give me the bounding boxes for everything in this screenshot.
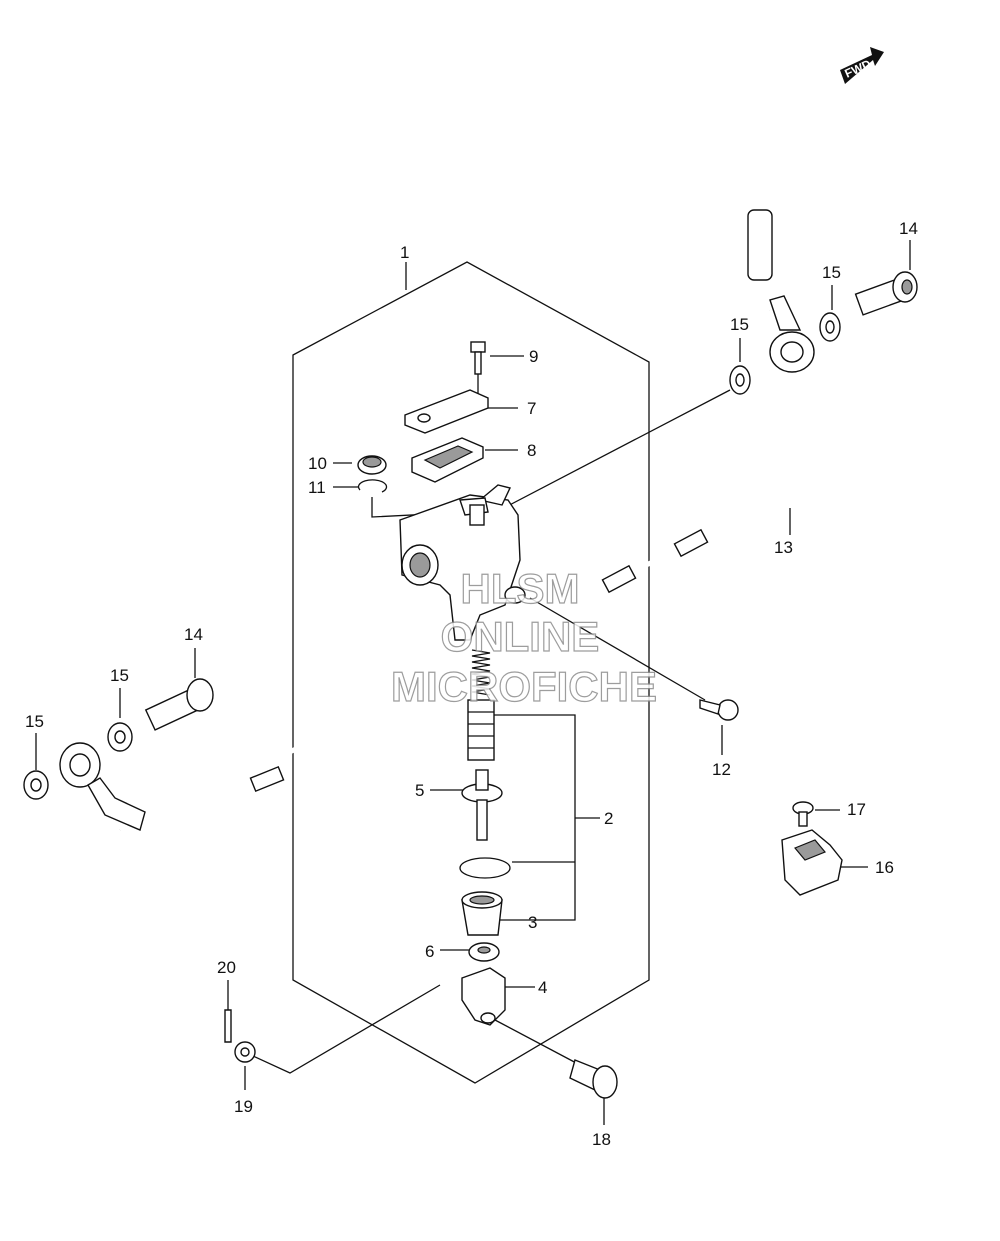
watermark-line-1: HLSM	[461, 565, 580, 612]
circlip-11	[357, 479, 388, 493]
part-label-15-b: 15	[822, 263, 841, 282]
screw-17	[792, 801, 814, 827]
part-label-13: 13	[774, 538, 793, 557]
part-label-1: 1	[400, 243, 409, 262]
washer-15-a	[729, 365, 751, 395]
piston-spring	[467, 649, 495, 761]
bolt-9	[470, 341, 486, 375]
washer-15-b	[819, 312, 841, 342]
part-label-17: 17	[847, 800, 866, 819]
assembly-outline	[292, 261, 650, 1084]
pin-18	[569, 1059, 618, 1099]
part-label-7: 7	[527, 399, 536, 418]
part-label-9: 9	[529, 347, 538, 366]
screw-12	[699, 699, 739, 721]
part-label-14-right: 14	[899, 219, 918, 238]
washer-15-d	[23, 770, 49, 800]
clamp-slot	[794, 839, 826, 861]
part-label-2: 2	[604, 809, 613, 828]
part-label-12: 12	[712, 760, 731, 779]
clamp-16	[781, 829, 843, 896]
washer-19	[234, 1041, 256, 1063]
reservoir-cap-7	[404, 389, 489, 434]
watermark: HLSM ONLINE MICROFICHE	[390, 564, 657, 710]
washer-15-c	[107, 722, 133, 752]
part-label-15-a: 15	[730, 315, 749, 334]
part-label-20: 20	[217, 958, 236, 977]
union-bolt-14-right	[854, 271, 918, 316]
part-label-6: 6	[425, 942, 434, 961]
part-label-15-c: 15	[110, 666, 129, 685]
diaphragm-inner	[423, 445, 474, 469]
part-label-3: 3	[528, 913, 537, 932]
part-label-10: 10	[308, 454, 327, 473]
cap-hole	[417, 413, 431, 423]
clevis-4	[461, 967, 506, 1026]
part-label-16: 16	[875, 858, 894, 877]
part-labels: 1 2 3 4 5 6 7 8 9 10 11 12 13 14 14 15 1…	[25, 219, 918, 1149]
union-bolt-14-left	[144, 678, 214, 731]
push-rod-5	[461, 769, 503, 841]
nut-6	[468, 942, 500, 962]
brake-hose-13	[119, 161, 895, 833]
cotter-pin-20	[224, 1009, 232, 1043]
circlip-kit	[459, 857, 511, 879]
part-label-5: 5	[415, 781, 424, 800]
boot-3	[461, 891, 503, 936]
watermark-line-2: ONLINE	[441, 613, 600, 660]
hose-banjo-left	[59, 742, 146, 831]
part-label-4: 4	[538, 978, 547, 997]
part-label-8: 8	[527, 441, 536, 460]
part-label-18: 18	[592, 1130, 611, 1149]
part-label-15-d: 15	[25, 712, 44, 731]
watermark-line-3: MICROFICHE	[391, 663, 657, 710]
leader-lines	[35, 240, 911, 1125]
part-label-14-left: 14	[184, 625, 203, 644]
fwd-label: FWD	[843, 57, 874, 81]
master-cylinder-body	[399, 484, 526, 641]
fwd-arrow-icon: FWD	[840, 47, 884, 84]
part-label-19: 19	[234, 1097, 253, 1116]
part-label-11: 11	[308, 478, 326, 497]
cap-10	[357, 455, 387, 475]
clevis-hole	[480, 1012, 496, 1024]
